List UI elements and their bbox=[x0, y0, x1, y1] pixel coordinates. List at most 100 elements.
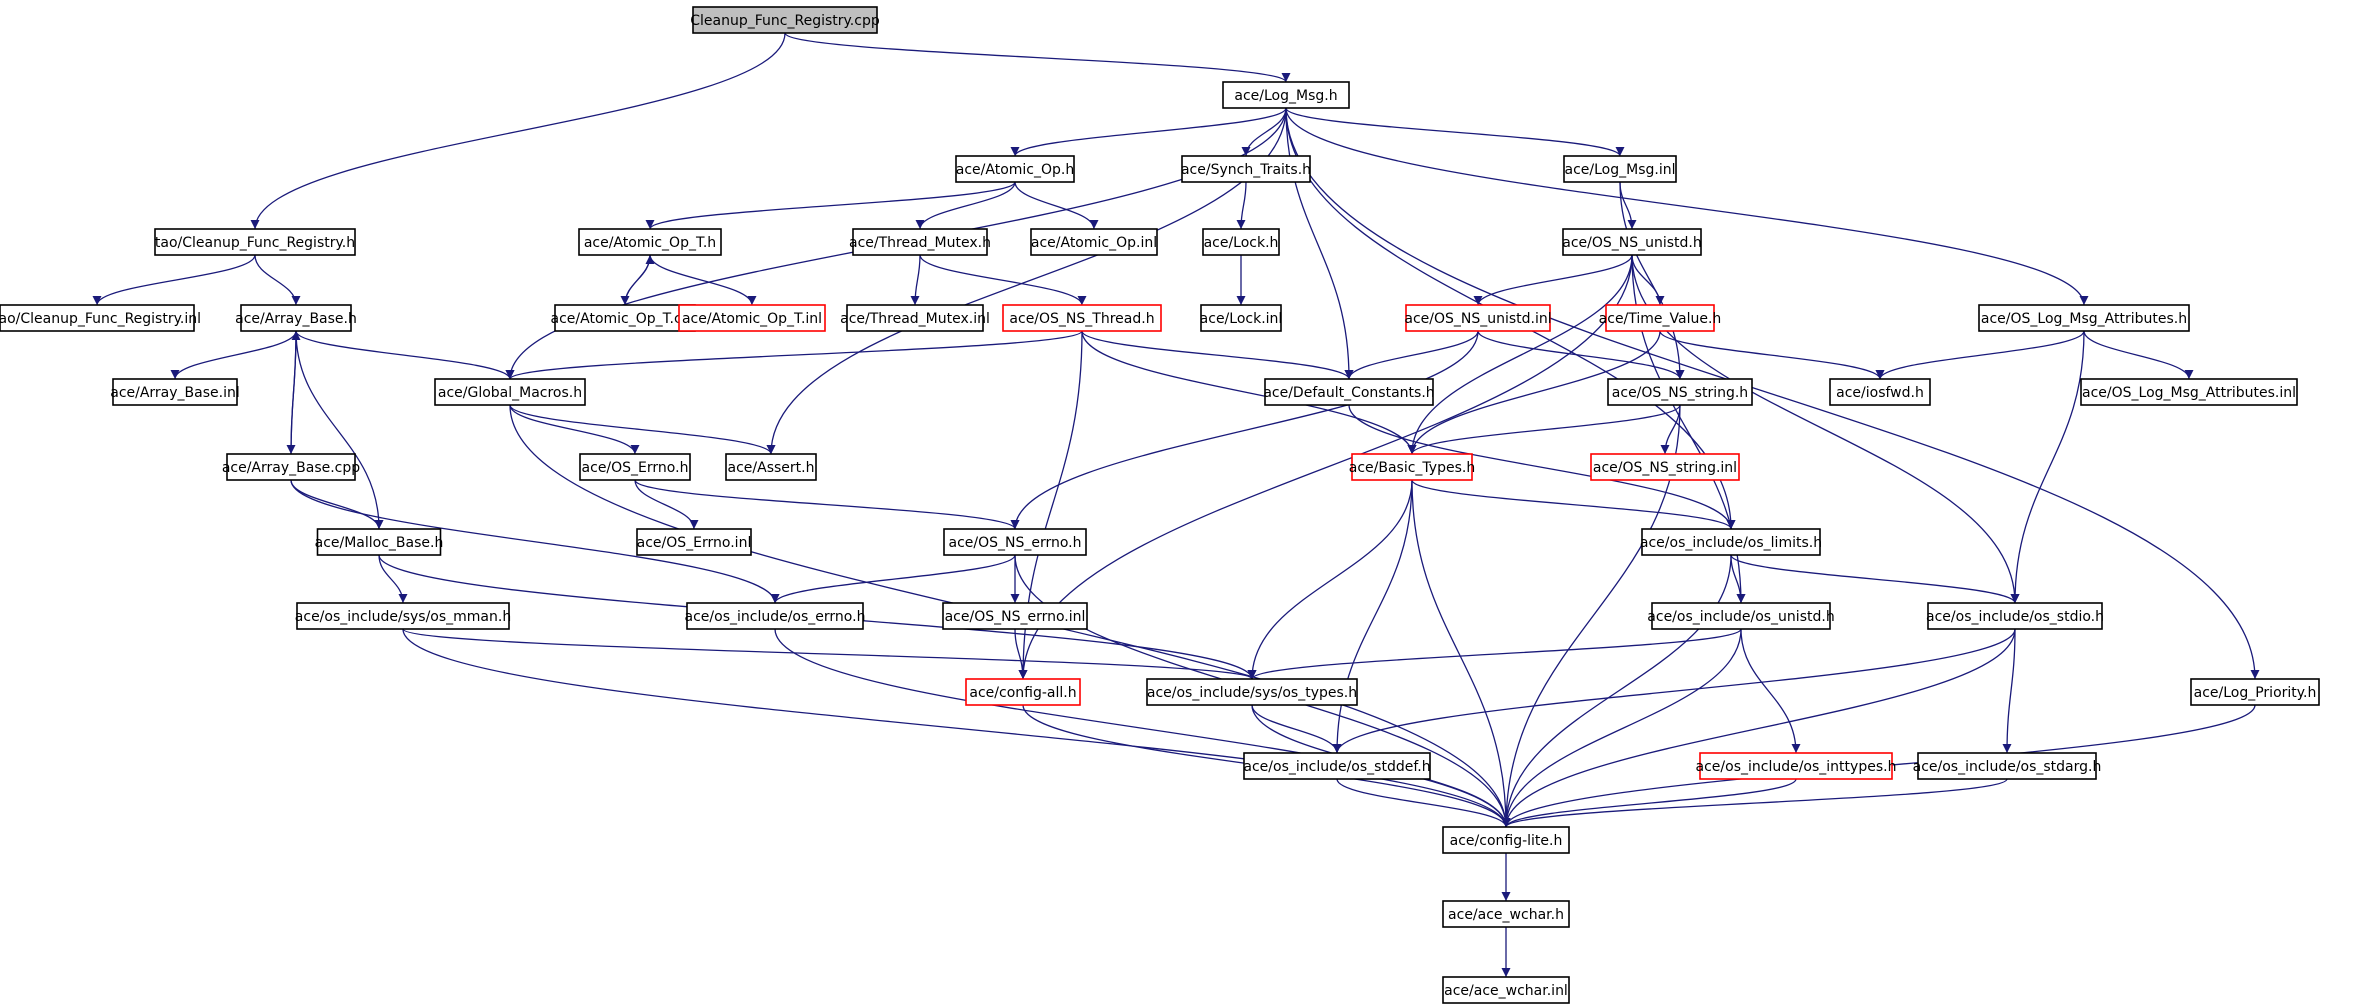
edge-osthread-to-basic bbox=[1081, 330, 1417, 455]
node-limits[interactable]: ace/os_include/os_limits.h bbox=[1640, 528, 1822, 556]
node-osstdio[interactable]: ace/os_include/os_stdio.h bbox=[1926, 602, 2104, 630]
node-label: ace/Array_Base.cpp bbox=[222, 460, 360, 476]
node-thrmutexinl[interactable]: ace/Thread_Mutex.inl bbox=[840, 304, 990, 332]
node-logmsg[interactable]: ace/Log_Msg.h bbox=[1222, 81, 1350, 109]
node-lockinl[interactable]: ace/Lock.inl bbox=[1200, 304, 1283, 332]
node-arrbase-inl[interactable]: ace/Array_Base.inl bbox=[110, 378, 240, 406]
node-arrbase-h[interactable]: ace/Array_Base.h bbox=[235, 304, 357, 332]
edge-basic-to-cfglite bbox=[1411, 479, 1511, 828]
node-label: ace/Atomic_Op_T.cpp bbox=[551, 311, 700, 327]
node-unistd[interactable]: ace/OS_NS_unistd.h bbox=[1562, 228, 1702, 256]
node-label: ace/Default_Constants.h bbox=[1263, 385, 1434, 401]
node-label: ace/OS_Errno.h bbox=[582, 460, 689, 476]
node-iosfwd[interactable]: ace/iosfwd.h bbox=[1829, 378, 1931, 406]
node-tao-inl[interactable]: tao/Cleanup_Func_Registry.inl bbox=[0, 304, 201, 332]
edge-arrbase_cpp-to-oserrnoh bbox=[290, 479, 780, 604]
node-wcharinl[interactable]: ace/ace_wchar.inl bbox=[1442, 976, 1570, 1004]
node-nsstringinl[interactable]: ace/OS_NS_string.inl bbox=[1590, 453, 1740, 481]
node-box bbox=[1607, 378, 1753, 406]
node-atomic[interactable]: ace/Atomic_Op.h bbox=[955, 155, 1075, 183]
edge-nsstring-to-basic bbox=[1407, 404, 1681, 455]
node-box bbox=[1202, 228, 1280, 256]
node-atomicTinl[interactable]: ace/Atomic_Op_T.inl bbox=[678, 304, 826, 332]
edge-systypes-to-stddef bbox=[1251, 704, 1342, 754]
edge-logattr-to-logattrinl bbox=[2083, 330, 2194, 380]
edge-logmsg-to-synch bbox=[1241, 107, 1287, 157]
node-box bbox=[1442, 826, 1570, 854]
node-basic[interactable]: ace/Basic_Types.h bbox=[1349, 453, 1475, 481]
node-label: ace/Atomic_Op_T.inl bbox=[682, 311, 822, 327]
node-label: ace/Lock.h bbox=[1204, 235, 1279, 251]
node-label: ace/Malloc_Base.h bbox=[315, 535, 444, 551]
edge-osstdio-to-cfglite bbox=[1501, 628, 2016, 828]
edge-logmsg-to-logmsginl bbox=[1285, 107, 1625, 157]
node-box bbox=[1442, 900, 1570, 928]
node-defconst[interactable]: ace/Default_Constants.h bbox=[1263, 378, 1435, 406]
node-label: ace/OS_NS_errno.inl bbox=[945, 609, 1086, 625]
node-box bbox=[1562, 228, 1702, 256]
edge-unistd-to-unistdinl bbox=[1473, 254, 1633, 306]
node-globmac[interactable]: ace/Global_Macros.h bbox=[434, 378, 586, 406]
node-osunistd[interactable]: ace/os_include/os_unistd.h bbox=[1647, 602, 1835, 630]
node-stddef[interactable]: ace/os_include/os_stddef.h bbox=[1243, 752, 1431, 780]
node-nserrnoinl[interactable]: ace/OS_NS_errno.inl bbox=[942, 602, 1088, 630]
node-synch[interactable]: ace/Synch_Traits.h bbox=[1181, 155, 1311, 183]
node-box bbox=[692, 6, 878, 34]
edge-logmsginl-to-nsstring bbox=[1619, 181, 1685, 380]
node-box bbox=[965, 678, 1081, 706]
node-box bbox=[942, 602, 1088, 630]
node-atomicinl[interactable]: ace/Atomic_Op.inl bbox=[1030, 228, 1158, 256]
node-cfglite[interactable]: ace/config-lite.h bbox=[1442, 826, 1570, 854]
node-osmman[interactable]: ace/os_include/sys/os_mman.h bbox=[295, 602, 511, 630]
edge-atomicTcpp-to-atomicT bbox=[624, 254, 655, 306]
node-logattrinl[interactable]: ace/OS_Log_Msg_Attributes.inl bbox=[2080, 378, 2298, 406]
node-timeval[interactable]: ace/Time_Value.h bbox=[1599, 304, 1722, 332]
node-tao-h[interactable]: tao/Cleanup_Func_Registry.h bbox=[154, 228, 356, 256]
node-unistdinl[interactable]: ace/OS_NS_unistd.inl bbox=[1404, 304, 1552, 332]
node-box bbox=[678, 304, 826, 332]
node-oserrno[interactable]: ace/OS_Errno.h bbox=[579, 453, 691, 481]
edge-arrbase_h-to-malloc bbox=[295, 330, 384, 530]
node-lock[interactable]: ace/Lock.h bbox=[1202, 228, 1280, 256]
node-configall[interactable]: ace/config-all.h bbox=[965, 678, 1081, 706]
node-malloc[interactable]: ace/Malloc_Base.h bbox=[315, 528, 444, 556]
node-stdarg[interactable]: ace/os_include/os_stdarg.h bbox=[1913, 752, 2102, 780]
node-box bbox=[686, 602, 864, 630]
node-atomicT[interactable]: ace/Atomic_Op_T.h bbox=[578, 228, 722, 256]
node-box bbox=[1351, 453, 1473, 481]
node-box bbox=[2080, 378, 2298, 406]
edge-osmman-to-cfglite bbox=[402, 628, 1511, 828]
edge-osunistd-to-cfglite bbox=[1501, 628, 1742, 828]
node-box bbox=[0, 304, 195, 332]
node-assert[interactable]: ace/Assert.h bbox=[725, 453, 817, 481]
edge-osunistd-to-systypes bbox=[1247, 628, 1742, 680]
node-oserrnoinl[interactable]: ace/OS_Errno.inl bbox=[636, 528, 752, 556]
node-thrmutex[interactable]: ace/Thread_Mutex.h bbox=[849, 228, 991, 256]
node-label: ace/OS_NS_errno.h bbox=[948, 535, 1081, 551]
edge-malloc-to-osmman bbox=[378, 554, 408, 604]
node-arrbase-cpp[interactable]: ace/Array_Base.cpp bbox=[222, 453, 360, 481]
node-logprio[interactable]: ace/Log_Priority.h bbox=[2190, 678, 2320, 706]
node-box bbox=[1405, 304, 1551, 332]
node-systypes[interactable]: ace/os_include/sys/os_types.h bbox=[1146, 678, 1358, 706]
edge-thrmutex-to-osthread bbox=[919, 254, 1087, 306]
node-label: ace/ace_wchar.inl bbox=[1444, 983, 1568, 999]
node-nserrno[interactable]: ace/OS_NS_errno.h bbox=[943, 528, 1087, 556]
edge-unistdinl-to-nserrno bbox=[1010, 330, 1479, 530]
edge-basic-to-systypes bbox=[1247, 479, 1413, 680]
node-label: tao/Cleanup_Func_Registry.h bbox=[155, 235, 355, 251]
node-logattr[interactable]: ace/OS_Log_Msg_Attributes.h bbox=[1978, 304, 2190, 332]
edge-nserrno-to-oserrnoh bbox=[770, 554, 1016, 604]
node-label: ace/OS_Log_Msg_Attributes.h bbox=[1981, 311, 2187, 327]
node-nsstring[interactable]: ace/OS_NS_string.h bbox=[1607, 378, 1753, 406]
node-atomicTcpp[interactable]: ace/Atomic_Op_T.cpp bbox=[551, 304, 700, 332]
edge-osstdio-to-stdarg bbox=[2002, 628, 2016, 754]
node-label: ace/os_include/sys/os_types.h bbox=[1147, 685, 1357, 701]
node-wchar[interactable]: ace/ace_wchar.h bbox=[1442, 900, 1570, 928]
node-logmsginl[interactable]: ace/Log_Msg.inl bbox=[1563, 155, 1677, 183]
node-box bbox=[1146, 678, 1358, 706]
node-inttypes[interactable]: ace/os_include/os_inttypes.h bbox=[1696, 752, 1897, 780]
node-root[interactable]: Cleanup_Func_Registry.cpp bbox=[690, 6, 880, 34]
node-osthread[interactable]: ace/OS_NS_Thread.h bbox=[1002, 304, 1162, 332]
node-oserrnoh[interactable]: ace/os_include/os_errno.h bbox=[685, 602, 866, 630]
